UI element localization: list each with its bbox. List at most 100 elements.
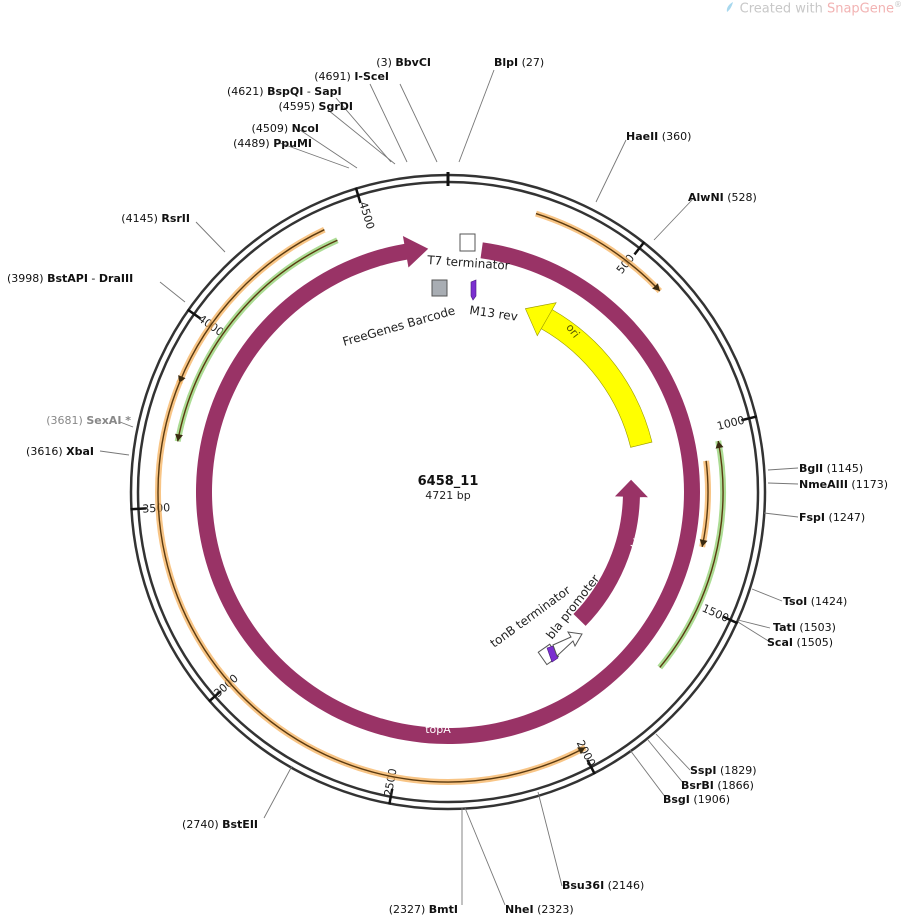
site-name: BglI [799, 462, 823, 475]
restriction-site-label: (4691) I-SceI [314, 70, 389, 83]
orf-orange-1-line [535, 212, 661, 292]
site-position: (3681) [46, 414, 83, 427]
site-leader-line [195, 221, 226, 253]
site-leader-line [464, 807, 506, 906]
tick-label: 1000 [716, 414, 746, 433]
restriction-site-label: (4509) NcoI [252, 122, 319, 135]
restriction-site-label: (3998) BstAPI - DraIII [7, 272, 133, 285]
site-position: (360) [662, 130, 692, 143]
site-leader-line [737, 619, 771, 629]
site-position: (4145) [121, 212, 158, 225]
site-position: (2146) [608, 879, 645, 892]
site-position: (3616) [26, 445, 63, 458]
site-leader-line [159, 281, 186, 303]
site-position: (4509) [252, 122, 289, 135]
site-leader-line [647, 739, 685, 785]
site-position: (3) [376, 56, 392, 69]
restriction-site-label: BglI (1145) [799, 462, 863, 475]
tick-mark [722, 615, 739, 625]
restriction-site-label: ScaI (1505) [767, 636, 833, 649]
site-position: (1906) [693, 793, 730, 806]
plasmid-length: 4721 bp [425, 489, 470, 502]
site-position: (1505) [796, 636, 833, 649]
orf-orange-4-head [577, 747, 586, 755]
restriction-site-label: Bsu36I (2146) [562, 879, 644, 892]
orf-orange-2-head [699, 539, 708, 547]
site-leader-line [595, 139, 627, 203]
m13-rev-label: M13 rev [469, 303, 519, 324]
m13-rev-feature[interactable] [470, 279, 477, 301]
bla-feature[interactable] [573, 479, 648, 626]
site-name: BstEII [222, 818, 258, 831]
site-name: BsrBI [681, 779, 714, 792]
site-leader-line [369, 83, 408, 163]
tick-mark [633, 241, 646, 256]
site-name: NcoI [292, 122, 319, 135]
site-leader-line [767, 482, 799, 485]
site-position: (4489) [233, 137, 270, 150]
site-position: (1424) [811, 595, 848, 608]
site-leader-line [763, 512, 799, 518]
restriction-site-label: HaeII (360) [626, 130, 691, 143]
site-leader-line [299, 129, 358, 169]
site-name: BspQI [267, 85, 303, 98]
bla-promoter-feature[interactable] [552, 631, 583, 657]
site-leader-line [399, 83, 438, 163]
restriction-site-label: BsgI (1906) [663, 793, 730, 806]
restriction-site-label: (4621) BspQI - SapI [227, 85, 342, 98]
orf-green-1-line [177, 239, 338, 442]
tick-mark [586, 759, 596, 775]
site-name: ScaI [767, 636, 793, 649]
site-name: SexAI * [86, 414, 131, 427]
site-spacer: - [303, 85, 314, 98]
site-position: (1829) [720, 764, 757, 777]
restriction-site-label: AlwNI (528) [688, 191, 757, 204]
t7-terminator-feature[interactable] [459, 233, 476, 252]
restriction-site-label: (4145) RsrII [121, 212, 190, 225]
site-position: (1247) [829, 511, 866, 524]
restriction-site-label: (4595) SgrDI [278, 100, 353, 113]
restriction-site-label: (2740) BstEII [182, 818, 258, 831]
site-position: (1145) [827, 462, 864, 475]
restriction-sites: (3) BbvCI BlpI (27) (4691) I-SceI (4621) Bs… [7, 56, 888, 916]
site-position: (1173) [851, 478, 888, 491]
snapgene-watermark: Created with SnapGene® [725, 0, 902, 16]
site-position: (27) [522, 56, 545, 69]
restriction-site-label: (3616) XbaI [26, 445, 94, 458]
site-name: AlwNI [688, 191, 724, 204]
site-leader-line [335, 97, 392, 163]
site-leader-line [751, 588, 783, 602]
site-name: BstAPI [47, 272, 88, 285]
site-spacer: - [88, 272, 99, 285]
freegenes-barcode-feature[interactable] [431, 279, 448, 297]
watermark-brand: SnapGene [826, 1, 894, 17]
restriction-site-label: TatI (1503) [773, 621, 836, 634]
tick-mark [208, 690, 222, 703]
site-name: PpuMI [273, 137, 312, 150]
topA-label: topA [425, 723, 451, 736]
ori-feature[interactable] [524, 302, 653, 448]
site-name: HaeII [626, 130, 658, 143]
restriction-site-label: (2327) BmtI [389, 903, 458, 916]
restriction-site-label: BlpI (27) [494, 56, 544, 69]
orf-orange-4-line [157, 381, 586, 783]
site-position: (4595) [278, 100, 315, 113]
site-name: SspI [690, 764, 716, 777]
site-name: DraIII [99, 272, 133, 285]
restriction-site-label: TsoI (1424) [783, 595, 847, 608]
site-leader-line [327, 109, 396, 165]
tick-mark [388, 788, 394, 805]
bla-label: bla [629, 530, 647, 550]
tonb-terminator-feature[interactable] [537, 643, 560, 666]
site-name: Bsu36I [562, 879, 604, 892]
site-position: (3998) [7, 272, 44, 285]
freegenes-barcode-label: FreeGenes Barcode [341, 303, 457, 349]
site-leader-line [737, 621, 771, 643]
restriction-site-label: NheI (2323) [505, 903, 574, 916]
site-leader-line [119, 421, 134, 428]
tick-label: 2500 [382, 767, 400, 797]
site-leader-line [279, 142, 350, 169]
site-position: (1503) [799, 621, 836, 634]
restriction-site-label: (3) BbvCI [376, 56, 431, 69]
